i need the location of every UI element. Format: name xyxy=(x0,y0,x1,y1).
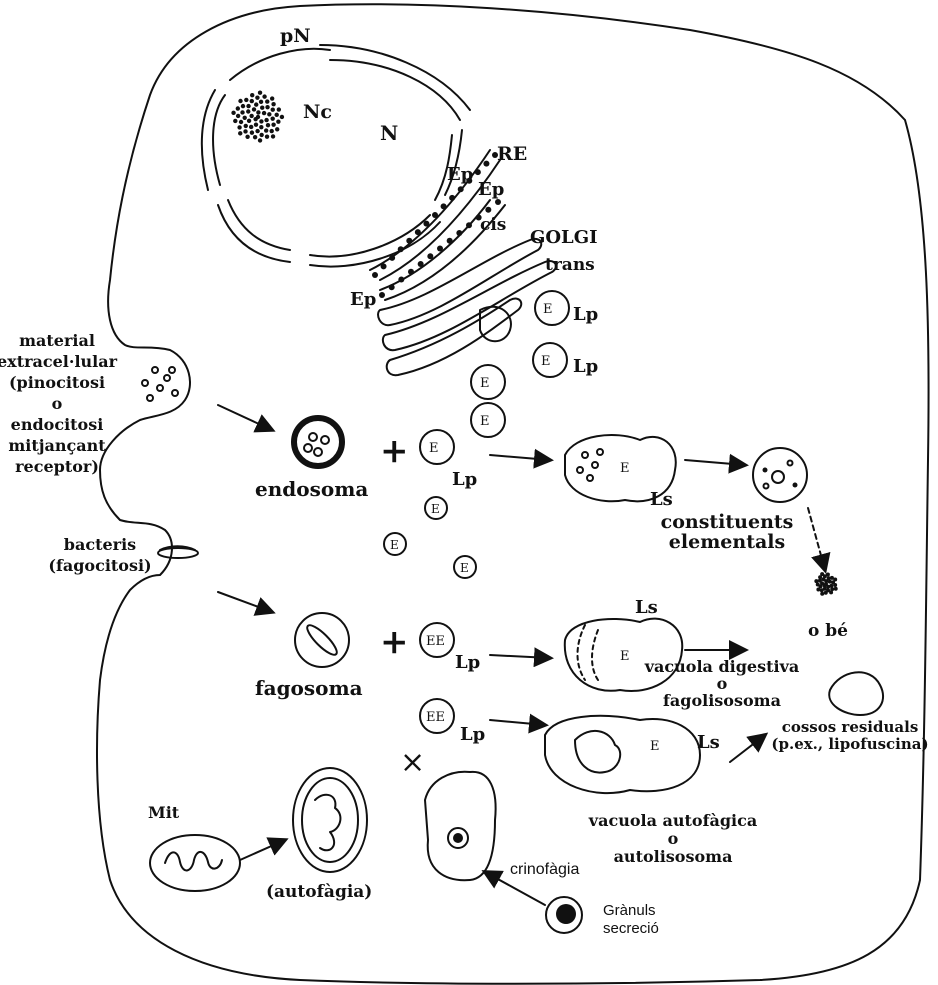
label-vesicle-E: E xyxy=(543,302,553,317)
label-Ls-2: Ls xyxy=(635,597,658,618)
material-line: mitjançant xyxy=(8,436,106,455)
label-vesicle-EE-1: EE xyxy=(426,634,445,649)
bacteris-line: bacteris xyxy=(64,535,136,554)
label-autofagia: (autofàgia) xyxy=(266,882,372,902)
vauto-line: vacuola autofàgica xyxy=(588,811,757,830)
vdig-line: fagolisosoma xyxy=(663,691,781,710)
label-cossos-residuals: cossos residuals(p.ex., lipofuscina) xyxy=(771,718,928,753)
constituents-vesicle xyxy=(753,448,807,502)
material-line: o xyxy=(52,394,63,413)
residual-body xyxy=(829,672,883,715)
label-vacuola-autofagica: vacuola autofàgicaoautolisosoma xyxy=(588,811,757,866)
pinocytic-vesicles xyxy=(142,367,178,401)
label-Lp-5: Lp xyxy=(460,724,485,745)
label-vesicle-E-5: E xyxy=(429,441,439,456)
label-crinofagia: crinofàgia xyxy=(510,861,579,878)
label-E-free-3: E xyxy=(460,561,469,575)
label-lysosome-E: E xyxy=(620,461,630,476)
material-line: extracel·lular xyxy=(0,352,118,371)
label-o-be: o bé xyxy=(808,621,848,641)
bacteris-line: (fagocitosi) xyxy=(48,556,151,575)
nucleolus xyxy=(231,91,284,143)
label-Lp-2: Lp xyxy=(573,356,598,377)
phagosome xyxy=(295,613,349,667)
digest-debris xyxy=(578,625,586,680)
label-vesicle-E-4: E xyxy=(480,414,490,429)
autophagosome xyxy=(293,768,367,872)
digested-mitochondrion xyxy=(575,731,620,773)
label-vesicle-EE-2: EE xyxy=(426,710,445,725)
label-Lp-3: Lp xyxy=(452,469,477,490)
label-vesicle-E-2: E xyxy=(541,354,551,369)
secretory-granule xyxy=(546,897,582,933)
material-line: endocitosi xyxy=(11,415,104,434)
label-vacuola-digestiva: vacuola digestivaofagolisosoma xyxy=(644,657,800,710)
label-trans: trans xyxy=(545,255,595,275)
label-mit: Mit xyxy=(148,803,180,822)
label-E-free-2: E xyxy=(390,538,399,552)
label-N: N xyxy=(380,121,398,145)
endosome xyxy=(294,418,342,466)
cossos-line: (p.ex., lipofuscina) xyxy=(771,735,928,753)
residual-dots xyxy=(814,572,837,596)
crinophagy-vacuole xyxy=(425,772,496,880)
plus-sign-1: + xyxy=(380,431,409,471)
label-Lp-4: Lp xyxy=(455,652,480,673)
autophagic-vacuole xyxy=(545,716,700,793)
label-Ep-2: Ep xyxy=(478,179,504,200)
label-endosoma: endosoma xyxy=(255,477,368,501)
constituents-line: constituents xyxy=(661,511,794,533)
label-Ls-3: Ls xyxy=(697,732,720,753)
cross-sign: × xyxy=(400,745,425,780)
label-constituents: constituentselementals xyxy=(661,511,794,553)
label-Ep-3: Ep xyxy=(350,289,376,310)
constituents-line: elementals xyxy=(669,531,785,553)
digest-debris-2 xyxy=(592,630,598,680)
nuclear-envelope xyxy=(202,45,470,267)
label-Lp-1: Lp xyxy=(573,304,598,325)
granuls-line: Grànuls xyxy=(603,902,656,919)
label-bacteris: bacteris (fagocitosi) xyxy=(48,535,151,575)
bacterium xyxy=(158,548,198,558)
vauto-line: autolisosoma xyxy=(614,847,733,866)
label-material: material extracel·lular (pinocitosi o endoci… xyxy=(0,331,118,476)
label-golgi: GOLGI xyxy=(530,227,598,248)
label-pN: pN xyxy=(280,25,311,47)
label-cis: cis xyxy=(480,215,506,235)
label-vacuole-E: E xyxy=(620,649,630,664)
label-E-free-1: E xyxy=(431,502,440,516)
cossos-line: cossos residuals xyxy=(782,718,919,736)
material-line: receptor) xyxy=(15,457,99,476)
mitochondrion xyxy=(150,835,240,891)
label-Nc: Nc xyxy=(303,101,332,123)
label-RE: RE xyxy=(497,143,527,165)
label-autophagic-E: E xyxy=(650,739,660,754)
label-vesicle-E-3: E xyxy=(480,376,490,391)
vauto-line: o xyxy=(668,829,679,848)
plus-sign-2: + xyxy=(380,622,409,662)
label-granuls: Grànulssecreció xyxy=(603,902,659,937)
label-fagosoma: fagosoma xyxy=(255,676,363,700)
material-line: (pinocitosi xyxy=(9,373,105,392)
label-Ep-1: Ep xyxy=(447,164,473,185)
material-line: material xyxy=(19,331,95,350)
golgi-apparatus xyxy=(378,239,556,375)
lysosome-contents xyxy=(577,449,603,481)
granuls-line: secreció xyxy=(603,920,659,937)
label-Ls-1: Ls xyxy=(650,489,673,510)
